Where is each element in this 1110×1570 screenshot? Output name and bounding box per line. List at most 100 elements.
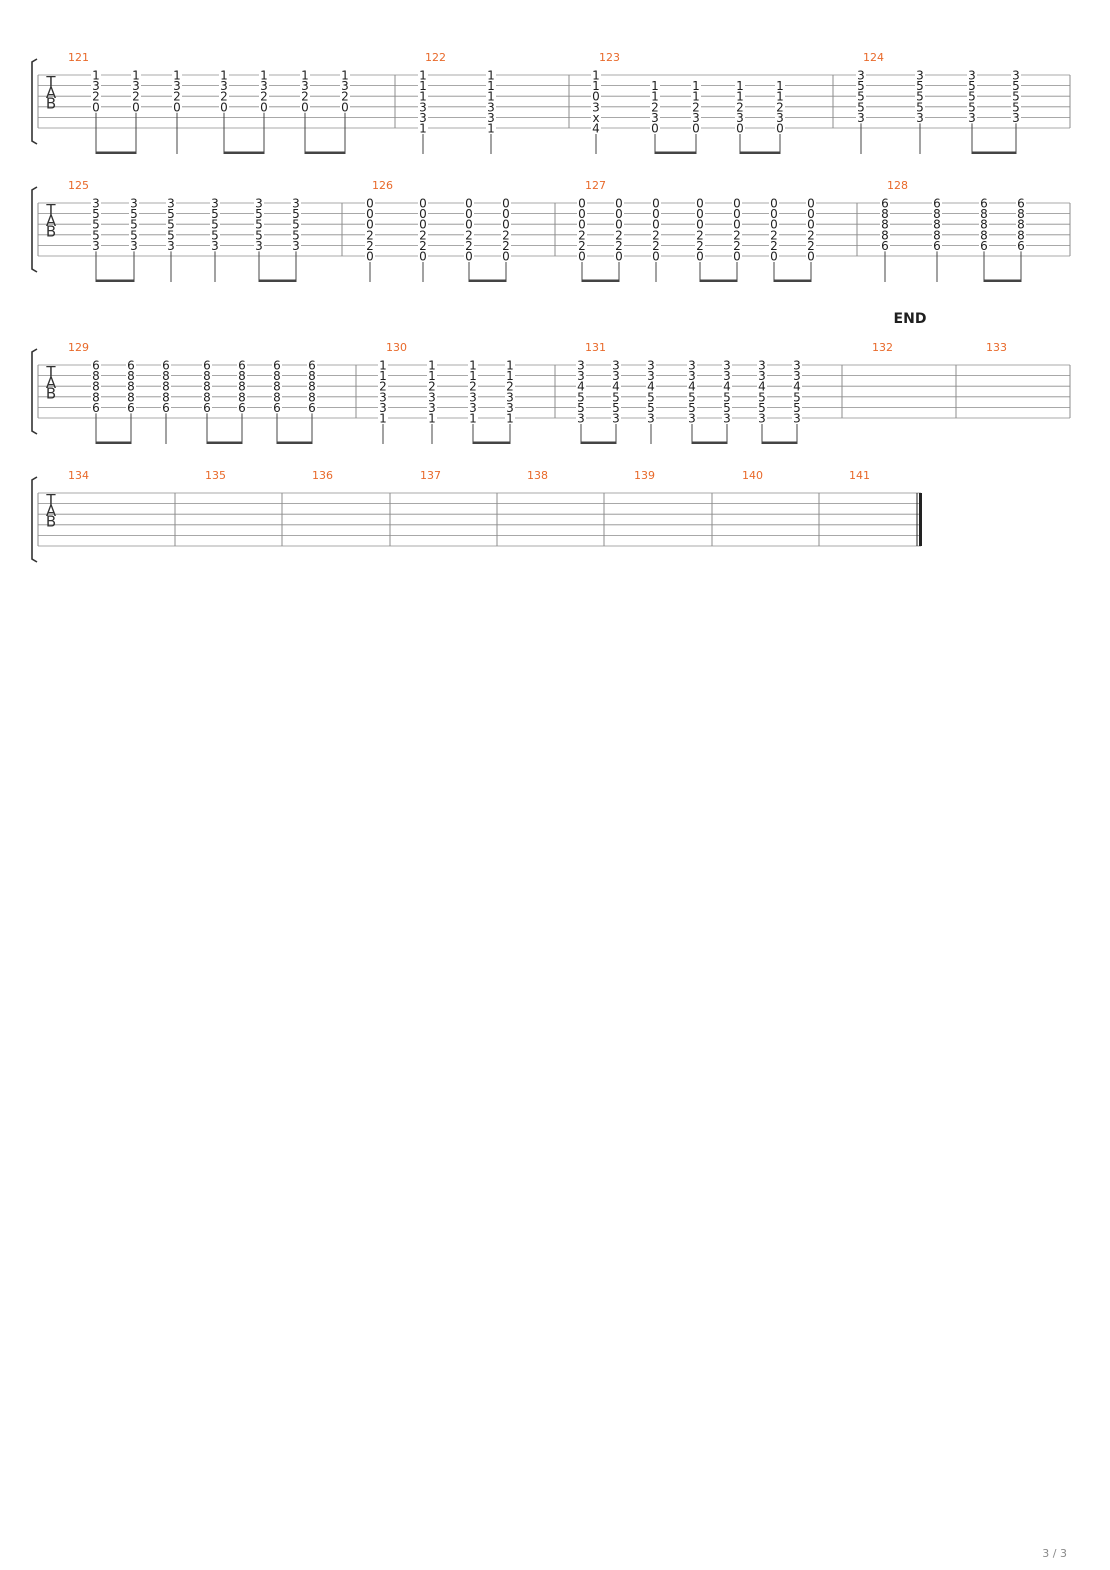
fret-number: 3 [758,412,766,426]
fret-mask [735,112,745,123]
fret-mask [307,381,317,392]
fret-number: 8 [1017,218,1025,232]
fret-mask [769,251,779,261]
measure-number: 121 [68,51,89,64]
fret-mask [1011,91,1021,102]
fret-mask [129,208,139,219]
fret-number: 5 [255,228,263,242]
fret-mask [202,370,212,381]
fret-number: 1 [220,69,228,83]
fret-mask [775,91,785,102]
fret-number: 3 [688,412,696,426]
fret-number: 3 [292,197,300,211]
fret-number: 3 [132,79,140,93]
fret-mask [427,381,437,392]
fret-mask [650,101,660,112]
fret-mask [687,381,697,392]
fret-number: 0 [736,122,744,136]
fret-mask [259,101,269,112]
fret-mask [219,70,229,80]
fret-mask [695,198,705,208]
fret-mask [129,198,139,208]
fret-number: 5 [167,218,175,232]
fret-number: 3 [612,412,620,426]
fret-mask [172,80,182,91]
measure-number: 128 [887,179,908,192]
fret-mask [856,91,866,102]
fret-mask [501,240,511,251]
fret-mask [254,219,264,230]
fret-mask [792,402,802,413]
fret-mask [91,240,101,251]
note-beam [305,151,346,154]
fret-number: 6 [1017,239,1025,253]
fret-number: 5 [857,100,865,114]
fret-mask [769,219,779,230]
fret-number: 6 [273,401,281,415]
fret-number: 2 [465,228,473,242]
fret-number: 5 [292,207,300,221]
fret-number: 5 [292,228,300,242]
fret-number: 6 [92,401,100,415]
fret-mask [732,219,742,230]
fret-mask [915,112,925,123]
fret-mask [210,219,220,230]
fret-mask [418,240,428,251]
fret-mask [202,360,212,370]
fret-mask [237,402,247,413]
tab-clef-letter: B [46,513,56,531]
fret-mask [307,391,317,402]
fret-mask [501,198,511,208]
note-beam [972,151,1017,154]
fret-number: 1 [651,79,659,93]
measure-number: 137 [420,469,441,482]
fret-number: 3 [612,369,620,383]
fret-mask [757,360,767,370]
tab-clef-letter: A [46,374,57,392]
fret-mask [691,91,701,102]
fret-number: 5 [723,390,731,404]
fret-mask [501,219,511,230]
fret-number: 2 [776,100,784,114]
fret-mask [932,229,942,240]
fret-mask [856,80,866,91]
tab-clef-letter: T [45,201,56,219]
fret-mask [757,413,767,423]
fret-number: 0 [615,207,623,221]
fret-number: 6 [881,197,889,211]
fret-mask [695,229,705,240]
fret-number: 5 [255,218,263,232]
fret-mask [695,251,705,261]
fret-number: 0 [465,207,473,221]
fret-mask [259,80,269,91]
fret-number: 0 [733,218,741,232]
fret-mask [735,123,745,133]
fret-mask [219,80,229,91]
fret-number: 0 [341,100,349,114]
fret-number: 1 [487,122,495,136]
fret-number: 3 [428,401,436,415]
fret-number: 0 [652,218,660,232]
fret-mask [775,123,785,133]
fret-mask [691,101,701,112]
measure-number: 133 [986,341,1007,354]
fret-number: 3 [292,239,300,253]
note-beam [762,441,798,444]
fret-mask [687,370,697,381]
fret-mask [792,413,802,423]
fret-mask [880,198,890,208]
fret-number: 1 [419,69,427,83]
fret-mask [614,219,624,230]
fret-number: 3 [577,369,585,383]
fret-mask [254,240,264,251]
fret-mask [486,101,496,112]
fret-mask [91,360,101,370]
fret-mask [650,80,660,91]
fret-number: 3 [612,359,620,373]
fret-mask [732,229,742,240]
fret-mask [237,391,247,402]
fret-mask [646,360,656,370]
fret-mask [1011,101,1021,112]
fret-number: 3 [487,100,495,114]
